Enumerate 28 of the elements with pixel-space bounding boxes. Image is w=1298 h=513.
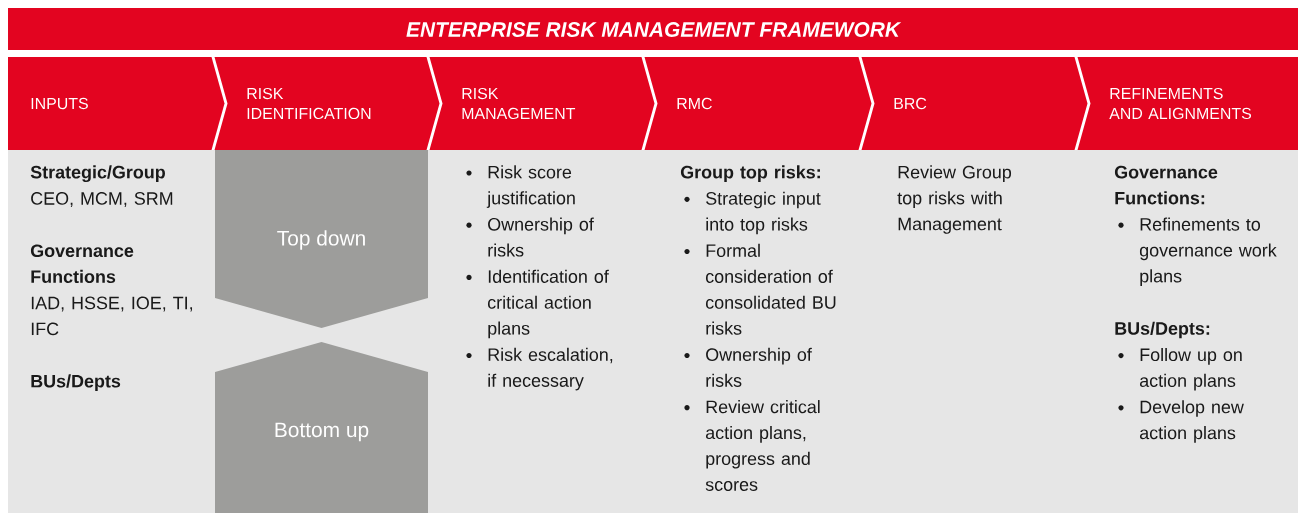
title-bar: ENTERPRISE RISK MANAGEMENT FRAMEWORK (8, 8, 1298, 50)
bullet-item: Risk escalation, if necessary (466, 347, 613, 391)
heading-text: BUs/Depts (31, 374, 121, 392)
body-text: IAD, HSSE, IOE, TI, IFC (31, 296, 192, 336)
body-text: Review Group top risks with Management (897, 165, 1012, 234)
heading-text: Strategic/Group (30, 165, 165, 183)
bullet-item: Refinements to governance work plans (1118, 217, 1277, 287)
chevron-header: RISK MANAGEMENT (429, 57, 655, 150)
bullet-item: Strategic input into top risks (684, 191, 821, 235)
bullet-item: Ownership of risks (466, 217, 594, 257)
chevron-header: BRC (861, 57, 1088, 150)
bullet-item: Risk score justification (466, 165, 575, 208)
chevron-header: RISK IDENTIFICATION (214, 57, 440, 150)
bullet-item: Follow up on action plans (1118, 347, 1242, 391)
chevron-header: INPUTS (8, 57, 225, 150)
heading-text: BUs/Depts: (1115, 321, 1210, 339)
heading-text: Governance Functions: (1114, 165, 1218, 205)
bullet-item: Ownership of risks (684, 347, 812, 387)
pentagon-down: Top down (215, 150, 428, 328)
chevron-header: REFINEMENTS AND ALIGNMENTS (1077, 57, 1298, 150)
body-text: CEO, MCM, SRM (31, 192, 173, 207)
bullet-item: Identification of critical action plans (466, 269, 609, 339)
heading-text: Governance Functions (30, 244, 134, 283)
bullet-item: Formal consideration of consolidated BU risks (684, 243, 836, 335)
chevron-header: RMC (644, 57, 872, 150)
bullet-item: Review critical action plans, progress and scores (684, 400, 820, 491)
bullet-item: Develop new action plans (1118, 400, 1244, 443)
heading-text: Group top risks: (680, 165, 820, 183)
